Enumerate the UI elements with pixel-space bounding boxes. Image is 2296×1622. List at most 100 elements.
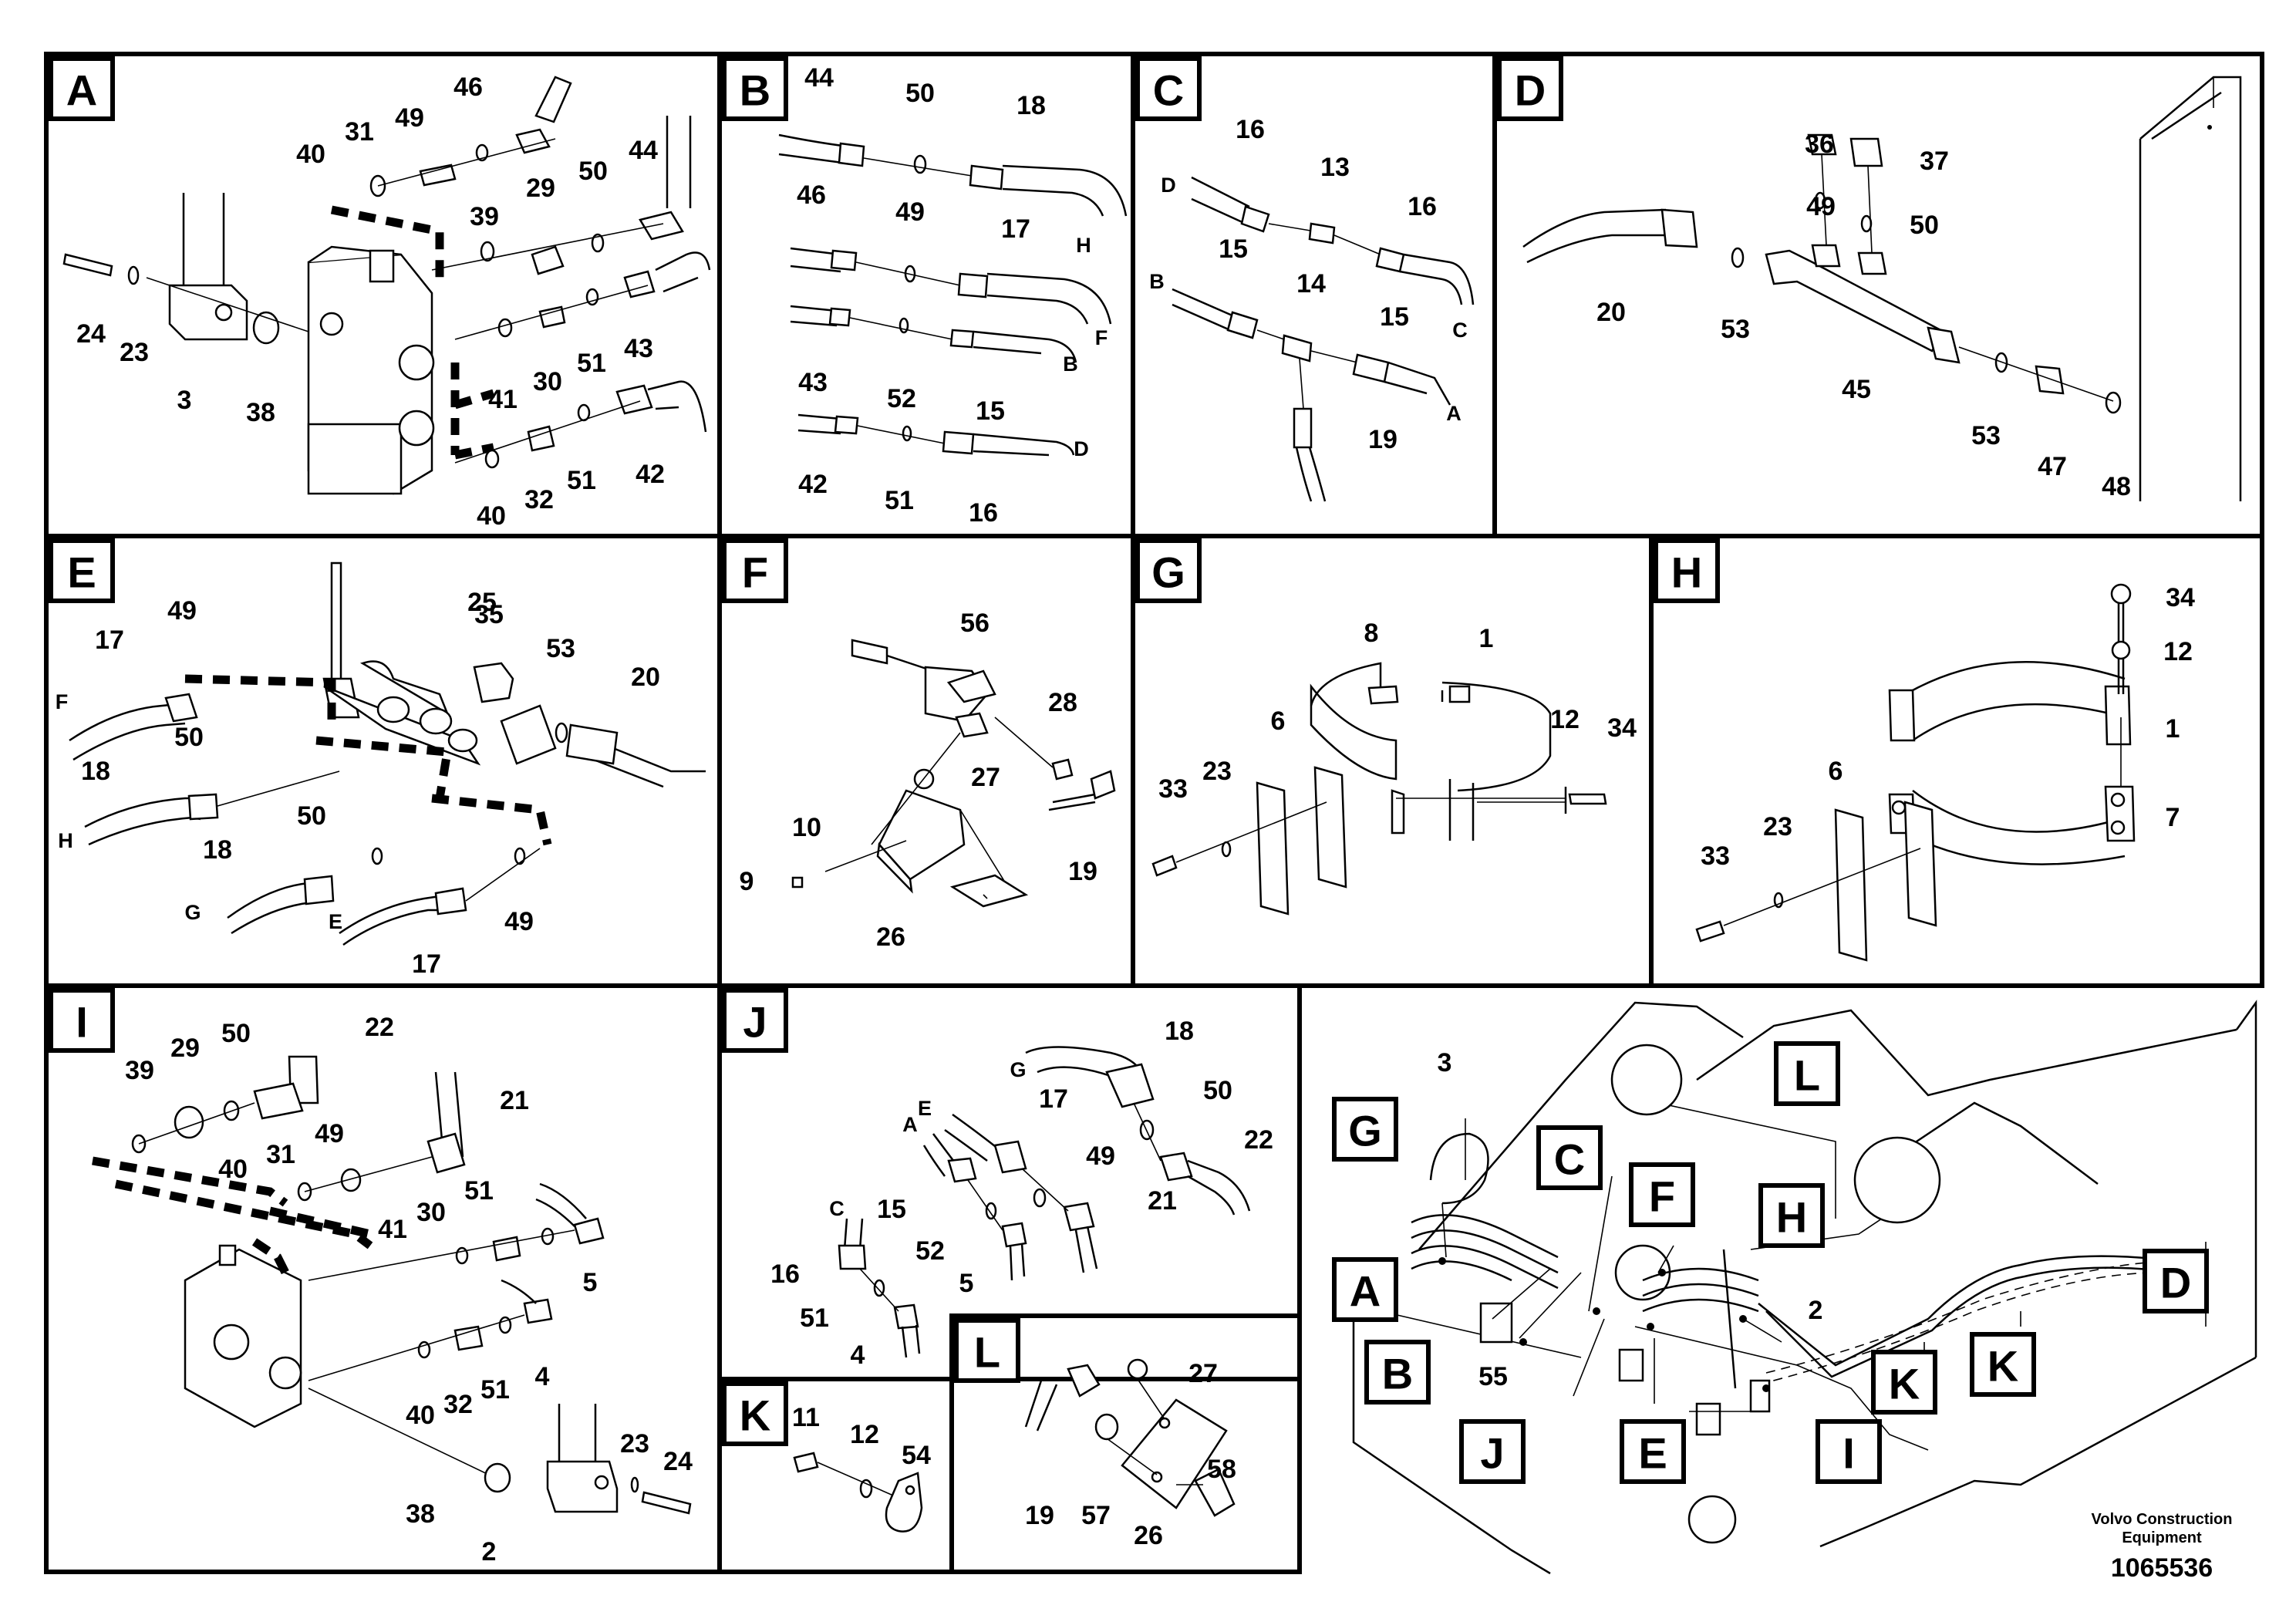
end-label-c-c: C (1452, 319, 1468, 342)
callout-d-36: 36 (1805, 130, 1834, 159)
callout-i-5: 5 (583, 1268, 598, 1297)
callout-a-29: 29 (526, 174, 555, 203)
callout-d-47: 47 (2038, 452, 2067, 481)
panel-h-drawing: 34 12 1 6 7 33 23 (1695, 583, 2195, 962)
callout-c-15: 15 (1219, 234, 1248, 264)
panel-f-letter: F (742, 548, 768, 597)
panel-c-drawing: 16 13 16 15 14 15 19 D C B A (1149, 115, 1475, 502)
callout-k-54: 54 (902, 1441, 931, 1470)
callout-l-19: 19 (1025, 1501, 1054, 1530)
callout-e-20: 20 (631, 663, 660, 692)
panel-a-drawing: 46 31 49 40 39 29 50 44 24 23 3 38 41 30… (62, 73, 711, 531)
panel-e-letter: E (67, 548, 96, 597)
overview-box-h: H (1776, 1193, 1807, 1242)
callout-g-6: 6 (1271, 706, 1286, 736)
callout-a-3: 3 (177, 386, 192, 415)
end-label-c-b: B (1149, 270, 1165, 293)
callout-a-31: 31 (345, 117, 374, 147)
callout-b-52: 52 (887, 384, 916, 413)
callout-j-15: 15 (877, 1195, 906, 1224)
panel-d-drawing: 36 37 49 50 20 53 45 53 47 48 (1522, 76, 2242, 501)
callout-j-4: 4 (851, 1340, 865, 1370)
callout-j-21: 21 (1148, 1186, 1177, 1216)
callout-c-13: 13 (1320, 153, 1350, 182)
panel-g-drawing: 8 1 6 12 34 33 23 (1151, 619, 1637, 916)
callout-h-6: 6 (1829, 757, 1843, 786)
overview-box-e: E (1638, 1429, 1667, 1478)
panel-d-border (1492, 52, 2264, 538)
callout-i-51b: 51 (480, 1375, 510, 1404)
callout-d-53: 53 (1721, 315, 1750, 344)
panel-g-letter: G (1151, 548, 1185, 597)
footer: Volvo Construction Equipment 1065536 (2092, 1511, 2233, 1583)
callout-c-15b: 15 (1380, 302, 1409, 332)
callout-e-53: 53 (546, 634, 575, 663)
callout-a-51: 51 (577, 349, 606, 378)
callout-a-46: 46 (453, 73, 483, 102)
callout-k-12: 12 (850, 1420, 879, 1449)
callout-b-15: 15 (976, 396, 1005, 426)
overview-callout-2: 2 (1809, 1296, 1823, 1325)
callout-i-32: 32 (443, 1390, 473, 1419)
callout-a-38: 38 (246, 398, 275, 427)
callout-g-1: 1 (1479, 624, 1494, 653)
panel-a-letter: A (66, 66, 97, 115)
callout-a-50: 50 (578, 157, 608, 186)
callout-f-9: 9 (740, 867, 754, 896)
callout-a-39: 39 (470, 202, 499, 231)
callout-i-40: 40 (218, 1155, 248, 1184)
callout-i-31: 31 (266, 1140, 295, 1169)
callout-l-58: 58 (1207, 1455, 1236, 1484)
end-label-b-b: B (1063, 352, 1078, 376)
end-label-b-h: H (1076, 234, 1091, 257)
panel-f-drawing: 56 28 27 10 9 26 19 (740, 609, 1116, 952)
overview-box-i: I (1843, 1429, 1855, 1478)
callout-e-35: 35 (474, 600, 504, 629)
callout-e-17: 17 (95, 626, 124, 655)
panel-b-drawing: 44 50 18 46 49 17 43 52 15 42 51 16 H F … (778, 63, 1128, 528)
callout-j-49: 49 (1086, 1141, 1115, 1171)
callout-l-57: 57 (1081, 1501, 1111, 1530)
panel-j-drawing: 18 17 50 22 49 15 21 52 16 5 51 4 G E A … (770, 1017, 1273, 1370)
callout-h-34: 34 (2166, 583, 2195, 612)
callout-a-30: 30 (533, 367, 562, 396)
callout-a-24: 24 (76, 319, 106, 349)
callout-d-53b: 53 (1971, 421, 2001, 450)
callout-f-26: 26 (876, 922, 905, 952)
end-label-j-c: C (829, 1197, 845, 1220)
callout-i-22: 22 (365, 1013, 394, 1042)
callout-d-50: 50 (1910, 211, 1939, 240)
callout-a-43: 43 (624, 334, 653, 363)
callout-a-44: 44 (629, 136, 658, 165)
callout-b-17: 17 (1001, 214, 1030, 244)
callout-f-56: 56 (960, 609, 990, 638)
panel-c-letter: C (1153, 66, 1184, 115)
callout-b-44: 44 (804, 63, 834, 93)
end-label-j-e: E (918, 1097, 932, 1120)
callout-d-37: 37 (1920, 147, 1949, 176)
callout-i-51: 51 (464, 1176, 494, 1206)
end-label-e-e: E (329, 910, 342, 933)
callout-f-28: 28 (1048, 688, 1077, 717)
panel-l-letter: L (974, 1328, 1000, 1377)
callout-j-50: 50 (1203, 1076, 1232, 1105)
end-label-e-h: H (58, 829, 73, 852)
overview-box-f: F (1649, 1172, 1675, 1221)
end-label-c-a: A (1446, 402, 1462, 425)
callout-e-50b: 50 (297, 801, 326, 831)
callout-f-10: 10 (792, 813, 821, 842)
callout-h-1: 1 (2166, 714, 2180, 744)
callout-i-49: 49 (315, 1119, 344, 1148)
callout-a-49: 49 (395, 103, 424, 133)
callout-a-40: 40 (296, 140, 325, 169)
callout-f-27: 27 (971, 763, 1000, 792)
callout-g-33: 33 (1158, 774, 1188, 804)
callout-b-42: 42 (798, 470, 828, 499)
callout-i-50: 50 (221, 1019, 251, 1048)
end-label-b-f: F (1095, 326, 1108, 349)
overview-box-j: J (1480, 1429, 1504, 1478)
callout-j-5: 5 (959, 1269, 974, 1298)
end-label-j-g: G (1010, 1058, 1026, 1081)
callout-l-27: 27 (1188, 1359, 1218, 1388)
callout-a-23: 23 (120, 338, 149, 367)
